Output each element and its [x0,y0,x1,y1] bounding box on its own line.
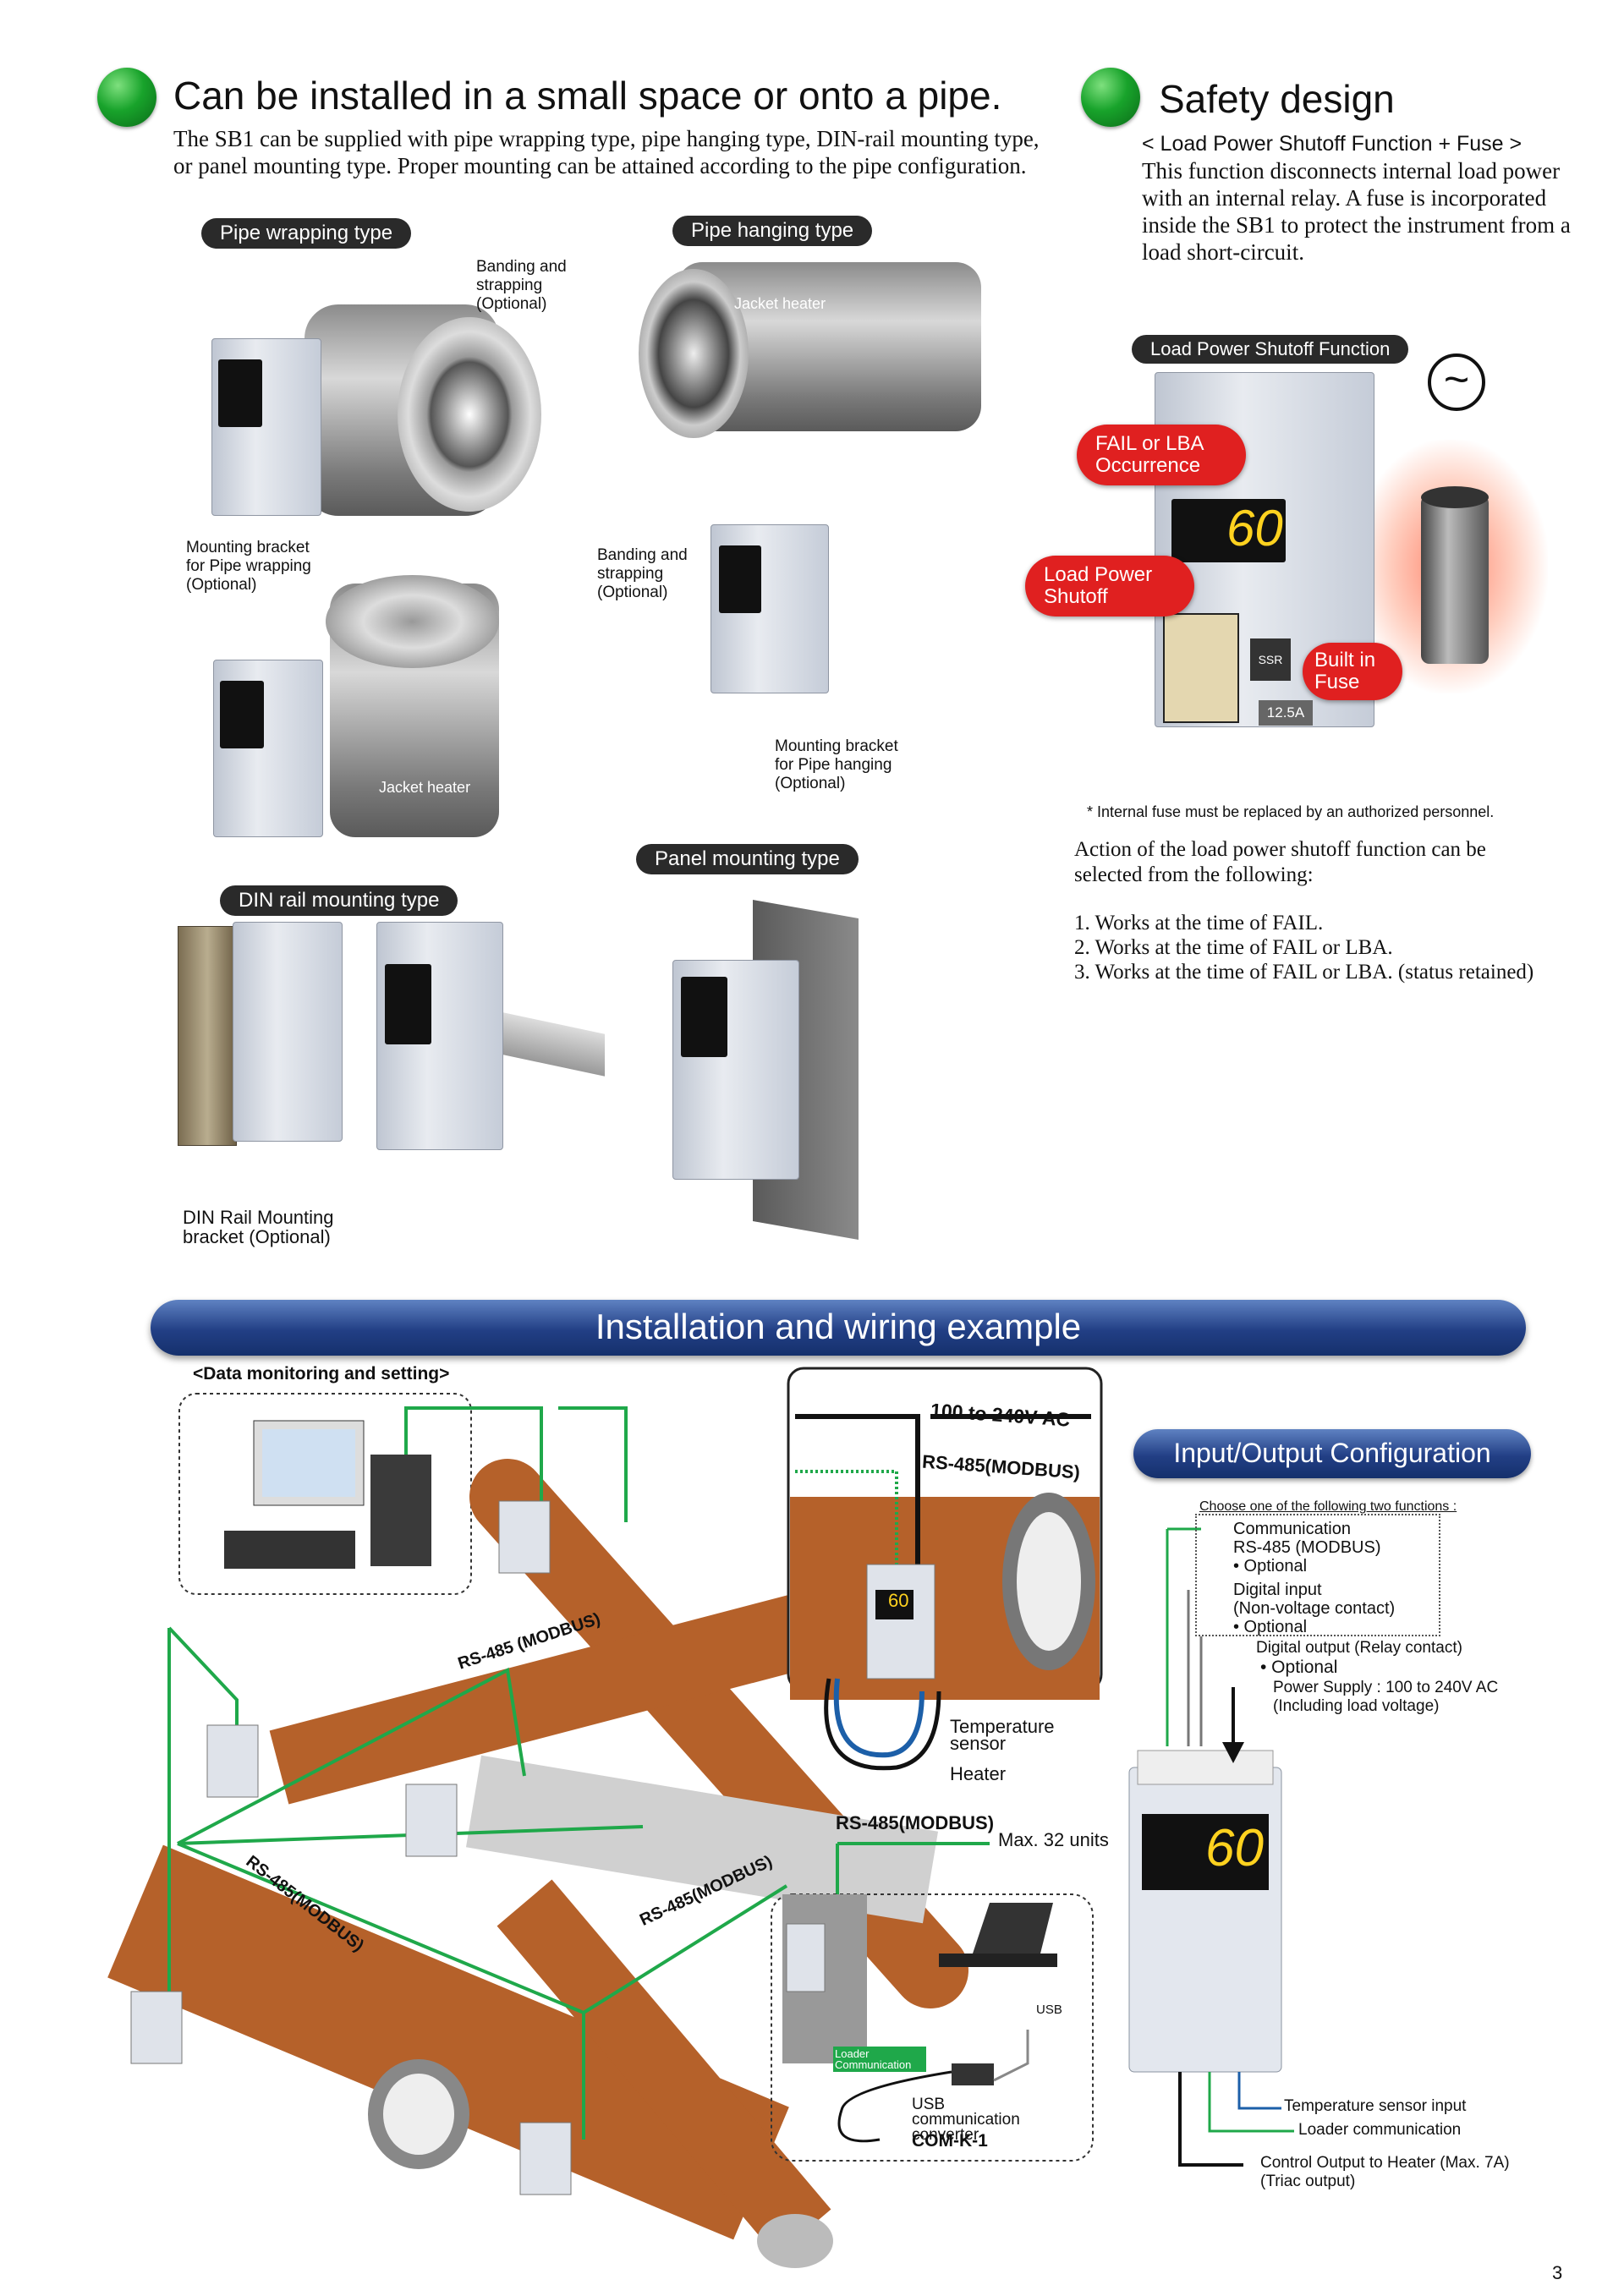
io-display-value: 60 [1205,1819,1264,1877]
banding-label: Banding and strapping (Optional) [476,258,567,313]
io-banner: Input/Output Configuration [1133,1429,1531,1478]
io-optional-2: • Optional [1233,1618,1308,1636]
safety-subtitle: < Load Power Shutoff Function + Fuse > [1142,132,1522,156]
io-communication: Communication [1233,1520,1351,1538]
io-digital-input: Digital input [1233,1581,1322,1599]
banding-label-2: Banding and strapping (Optional) [597,546,688,601]
pipe-wrapping-label: Pipe wrapping type [201,218,412,249]
io-options-box [1195,1514,1440,1636]
pipe-hanging-label: Pipe hanging type [672,216,873,246]
loader-comm-label: Loader Communication [833,2047,926,2072]
fuse-rating-label: 12.5A [1259,700,1313,726]
rs485-max-label: RS-485(MODBUS) [836,1812,995,1833]
jacket-heater-label: Jacket heater [272,290,365,307]
io-load-voltage: (Including load voltage) [1273,1697,1440,1715]
install-title: Can be installed in a small space or ont… [173,74,1002,118]
installation-banner: Installation and wiring example [151,1300,1526,1356]
heater-label: Heater [950,1763,1007,1784]
io-loader-comm: Loader communication [1298,2121,1462,2139]
safety-title: Safety design [1159,77,1395,121]
safety-description: This function disconnects internal load … [1142,158,1571,265]
action-item-3: 3. Works at the time of FAIL or LBA. (st… [1074,961,1534,984]
detail-display-value: 60 [888,1590,909,1611]
temperature-sensor-label: Temperature sensor [950,1716,1055,1754]
ac-source-icon: ~ [1428,353,1485,411]
max-units-label: Max. 32 units [998,1829,1109,1850]
green-bullet-icon [97,68,156,127]
din-rail-label: DIN rail mounting type [220,885,458,916]
io-triac: (Triac output) [1260,2173,1356,2190]
io-optional-3: • Optional [1260,1658,1338,1677]
mounting-bracket-label: Mounting bracket for Pipe wrapping (Opti… [186,539,311,594]
action-intro: Action of the load power shutoff functio… [1074,838,1486,886]
safety-display-value: 60 [1226,500,1283,556]
jacket-heater-label-2: Jacket heater [379,779,471,796]
fuse-bubble: Built in Fuse [1303,643,1402,700]
din-bracket-label: DIN Rail Mounting bracket (Optional) [183,1207,334,1247]
usb-label: USB [1036,2003,1062,2017]
io-choose-label: Choose one of the following two function… [1199,1499,1457,1514]
io-power-supply: Power Supply : 100 to 240V AC [1273,1679,1499,1696]
installation-banner-title: Installation and wiring example [595,1307,1082,1346]
install-description: The SB1 can be supplied with pipe wrappi… [173,126,1040,178]
mounting-bracket-label-2: Mounting bracket for Pipe hanging (Optio… [775,737,898,792]
fuse-note: * Internal fuse must be replaced by an a… [1087,803,1495,820]
action-item-2: 2. Works at the time of FAIL or LBA. [1074,936,1393,959]
ssr-label: SSR [1250,638,1291,681]
io-rs485: RS-485 (MODBUS) [1233,1538,1381,1557]
green-bullet-icon-2 [1081,68,1140,127]
io-control-output: Control Output to Heater (Max. 7A) [1260,2154,1510,2172]
io-temp-input: Temperature sensor input [1284,2097,1467,2115]
io-optional-1: • Optional [1233,1557,1308,1575]
shutoff-diagram-label: Load Power Shutoff Function [1132,335,1409,364]
usb-converter-label: USB communication converter [912,2096,1020,2144]
page-number: 3 [1552,2262,1563,2283]
com-k1-label: COM-K-1 [912,2131,988,2151]
action-item-1: 1. Works at the time of FAIL. [1074,912,1324,934]
io-digital-output: Digital output (Relay contact) [1256,1639,1462,1657]
jacket-heater-label-3: Jacket heater [734,295,826,312]
shutoff-bubble: Load Power Shutoff [1025,556,1194,616]
fail-bubble: FAIL or LBA Occurrence [1077,425,1246,485]
io-non-voltage: (Non-voltage contact) [1233,1599,1396,1618]
io-banner-title: Input/Output Configuration [1173,1438,1491,1468]
monitoring-label: <Data monitoring and setting> [193,1364,450,1384]
panel-mounting-label: Panel mounting type [636,844,859,874]
